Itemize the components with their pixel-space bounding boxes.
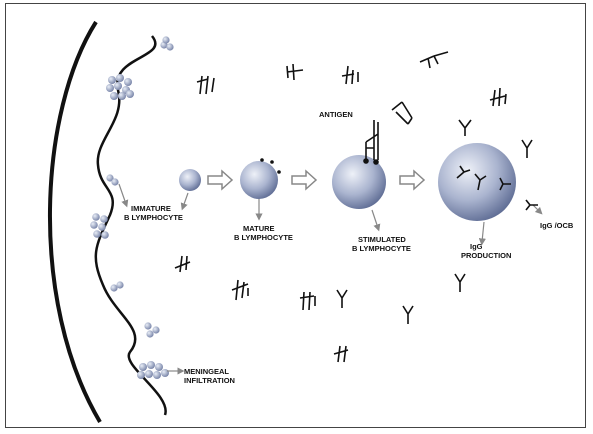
label-igg-2: PRODUCTION	[461, 251, 511, 260]
immature-b-cell	[179, 169, 201, 191]
antigen-fork-icon	[364, 120, 378, 164]
label-immature-1: IMMATURE	[131, 204, 171, 213]
label-igg-ocb: IgG /OCB	[540, 221, 574, 230]
label-igg-1: IgG	[470, 242, 483, 251]
plasma-cell	[438, 143, 516, 221]
mature-b-cell	[240, 161, 278, 199]
y-antibody-icon	[337, 120, 538, 324]
label-antigen: ANTIGEN	[319, 110, 353, 119]
label-mature-1: MATURE	[243, 224, 275, 233]
label-meningeal-1: MENINGEAL	[184, 367, 229, 376]
label-stimulated-2: B LYMPHOCYTE	[352, 244, 411, 253]
label-stimulated-1: STIMULATED	[358, 235, 406, 244]
label-mature-2: B LYMPHOCYTE	[234, 233, 293, 242]
label-meningeal-2: INFILTRATION	[184, 376, 235, 385]
label-immature-2: B LYMPHOCYTE	[124, 213, 183, 222]
